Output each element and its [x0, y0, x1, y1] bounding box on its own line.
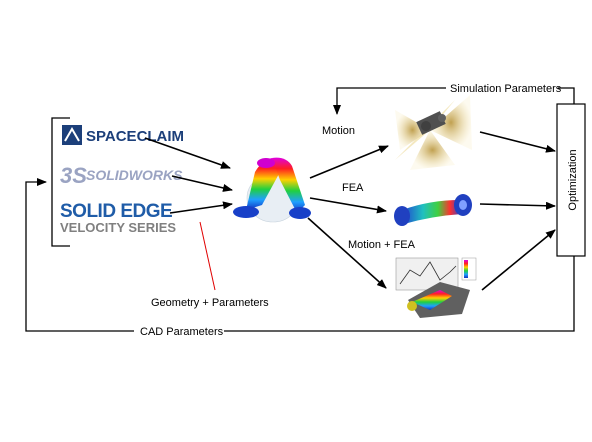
arrow-solidworks-to-part — [171, 175, 233, 192]
parametric-part-image — [233, 157, 311, 223]
arrow-motion-fea-to-optimization — [481, 229, 556, 291]
motion-simulation-image — [395, 95, 472, 170]
simulation-parameters-label: Simulation Parameters — [450, 83, 562, 95]
motion-fea-label: Motion + FEA — [348, 239, 416, 251]
arrow-fea-to-optimization — [479, 201, 556, 210]
spaceclaim-logo-text: SPACECLAIM — [86, 128, 184, 145]
fea-simulation-image — [394, 194, 472, 226]
motion-fea-simulation-image — [395, 257, 477, 318]
arrow-spaceclaim-to-part — [144, 137, 231, 169]
svg-text:3S: 3S — [60, 163, 87, 188]
geometry-parameters-label: Geometry + Parameters — [151, 297, 269, 309]
velocity-series-text: VELOCITY SERIES — [60, 220, 176, 235]
arrow-part-to-motion — [309, 145, 389, 179]
optimization-box — [556, 103, 586, 257]
cad-parameters-label: CAD Parameters — [140, 326, 224, 338]
solid-edge-logo-text: SOLID EDGE — [60, 201, 172, 222]
solidworks-logo: 3S SOLIDWORKS — [60, 163, 183, 188]
solid-edge-logo: SOLID EDGE VELOCITY SERIES — [60, 201, 176, 235]
arrow-solidedge-to-part — [169, 201, 233, 214]
arrow-part-to-motion-fea — [307, 217, 387, 289]
cad-parameters-loop — [25, 178, 575, 332]
solidworks-logo-text: SOLIDWORKS — [86, 167, 183, 183]
logo-group-bracket — [51, 117, 70, 247]
arrow-part-to-fea — [309, 197, 387, 214]
spaceclaim-logo: SPACECLAIM — [62, 125, 184, 145]
motion-label: Motion — [322, 125, 355, 137]
geometry-annotation-line — [199, 221, 216, 291]
optimization-label: Optimization — [567, 149, 579, 210]
fea-label: FEA — [342, 182, 364, 194]
arrow-motion-to-optimization — [479, 131, 556, 153]
